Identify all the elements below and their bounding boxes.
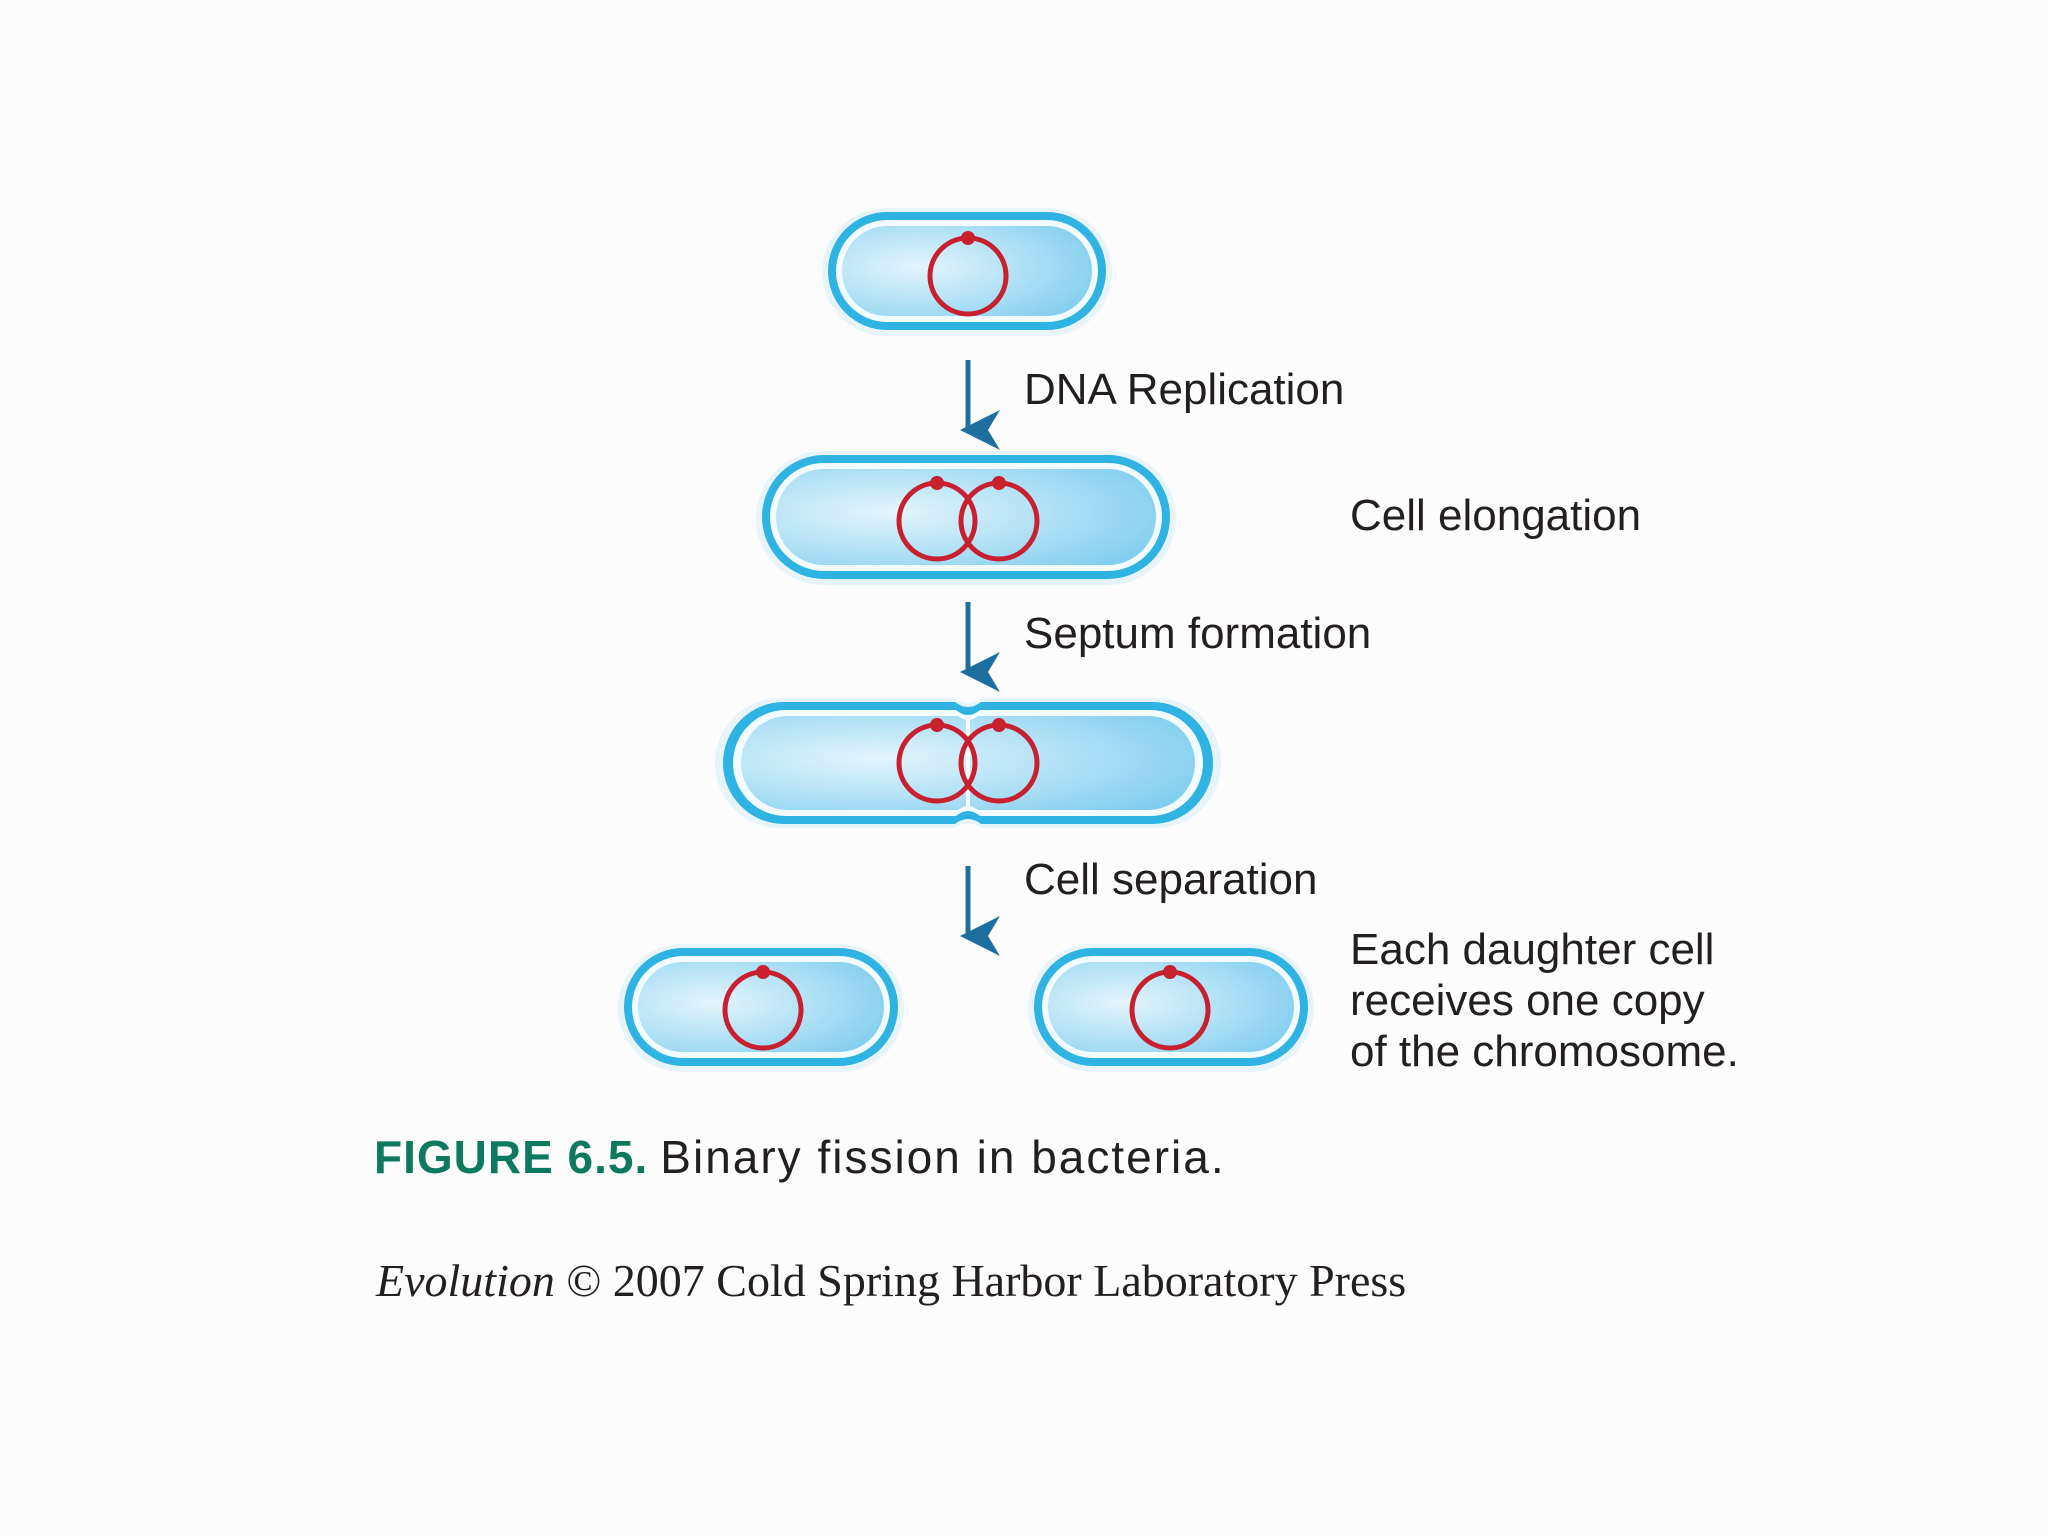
- chromosome: [927, 231, 1009, 317]
- copyright-text: © 2007 Cold Spring Harbor Laboratory Pre…: [554, 1255, 1407, 1306]
- cell-separation-label: Cell separation: [1024, 855, 1318, 904]
- parent-cell: [822, 208, 1112, 336]
- copyright-credit: Evolution © 2007 Cold Spring Harbor Labo…: [376, 1258, 1406, 1304]
- chromosome-pair: [896, 476, 1040, 562]
- book-title: Evolution: [376, 1255, 555, 1306]
- chromosome: [722, 965, 804, 1051]
- dna-replication-label: DNA Replication: [1024, 365, 1345, 414]
- chromosome-pair: [896, 718, 1040, 804]
- elongated-cell: [756, 451, 1176, 585]
- chromosome: [1129, 965, 1211, 1051]
- dividing-cell: [715, 698, 1221, 828]
- cell-elongation-label: Cell elongation: [1350, 491, 1642, 540]
- daughter-cell-left: [618, 944, 904, 1072]
- daughter-cell-note-line: receives one copy: [1350, 976, 1705, 1025]
- daughter-cell-note-line: of the chromosome.: [1350, 1027, 1739, 1076]
- figure-title: Binary fission in bacteria.: [660, 1131, 1226, 1183]
- daughter-cell-note-line: Each daughter cell: [1350, 925, 1715, 974]
- septum-formation-label: Septum formation: [1024, 609, 1372, 658]
- daughter-cell-note: Each daughter cell receives one copy of …: [1350, 924, 1739, 1077]
- figure-caption: FIGURE 6.5.Binary fission in bacteria.: [374, 1134, 1226, 1180]
- daughter-cell-right: [1028, 944, 1314, 1072]
- figure-number: FIGURE 6.5.: [374, 1131, 649, 1183]
